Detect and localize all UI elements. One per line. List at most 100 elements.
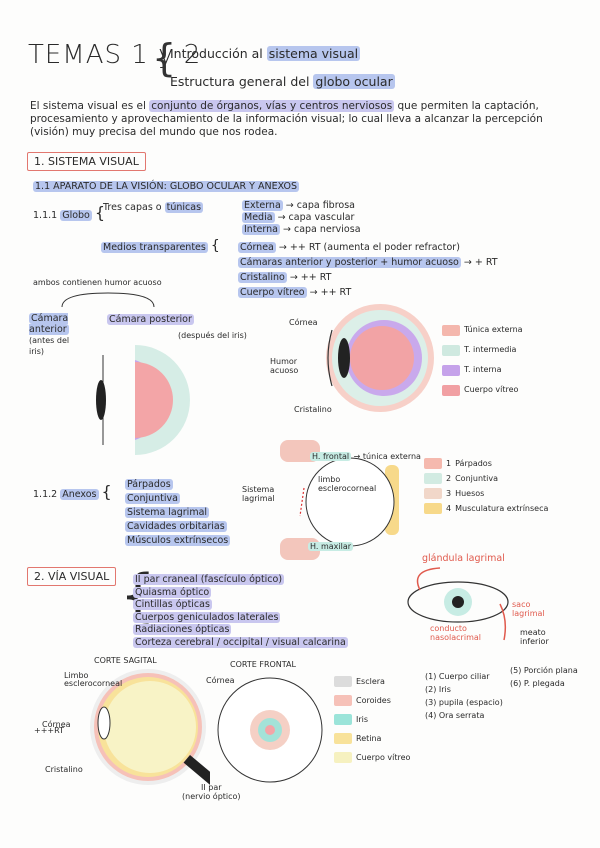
label-limbo: Limbo esclerocorneal xyxy=(64,671,123,688)
label-saco: saco lagrimal xyxy=(512,600,545,618)
label-conducto: conducto nasolacrimal xyxy=(430,624,481,642)
brace: { xyxy=(152,36,177,80)
via-item: Corteza cerebral / occipital / visual ca… xyxy=(133,636,348,648)
eye-diagram-half xyxy=(96,345,190,455)
camara-posterior: Cámara posterior xyxy=(107,314,194,325)
legend-swatch xyxy=(442,324,460,336)
anexo-item: Párpados xyxy=(125,479,173,490)
orbit-label-sup: H. frontal → túnica externa xyxy=(310,452,421,461)
corte-sagital-title: CORTE SAGITAL xyxy=(94,656,157,665)
legend-item-tunica: T. interna xyxy=(442,360,523,380)
section-1-heading: 1. SISTEMA VISUAL xyxy=(27,152,146,171)
subtitle-2: Estructura general del globo ocular xyxy=(170,74,395,89)
legend-swatch xyxy=(424,503,442,514)
subtitle-1: Introducción al sistema visual xyxy=(170,46,361,61)
label-cristalino-1: Cristalino xyxy=(294,405,332,414)
legend-item-capa: Retina xyxy=(334,729,410,748)
legend-swatch xyxy=(442,384,460,396)
eye-diagram-full xyxy=(326,304,434,412)
anexo-item: Músculos extrínsecos xyxy=(125,535,231,546)
legend-item-capa: Cuerpo vítreo xyxy=(334,748,410,767)
medio-item: Cámaras anterior y posterior + humor acu… xyxy=(238,257,498,268)
camara-posterior-note: (después del iris) xyxy=(178,331,247,340)
anexo-item: Cavidades orbitarias xyxy=(125,521,227,532)
label-glandula: glándula lagrimal xyxy=(422,553,505,564)
intro-paragraph: El sistema visual es el conjunto de órga… xyxy=(30,100,543,138)
orbit-label-sist: Sistema lagrimal xyxy=(242,485,275,503)
legend-swatch xyxy=(334,676,352,687)
label-cornea-1: Córnea xyxy=(289,318,318,327)
numbered-item: (3) pupila (espacio) xyxy=(425,698,503,707)
medio-item: Cuerpo vítreo → ++ RT xyxy=(238,287,352,298)
label-rt: +++RT xyxy=(34,726,64,735)
via-item: II par craneal (fascículo óptico) xyxy=(133,574,285,585)
legend-item-capa: Coroides xyxy=(334,691,410,710)
sagital-diagram xyxy=(90,669,210,789)
medios-list: Córnea → ++ RT (aumenta el poder refract… xyxy=(238,240,498,300)
corte-frontal-title: CORTE FRONTAL xyxy=(230,660,296,669)
label-cristalino-sag: Cristalino xyxy=(45,765,83,774)
legend-swatch xyxy=(424,488,442,499)
numbered-list: (1) Cuerpo ciliar(2) Iris(3) pupila (esp… xyxy=(425,670,503,722)
label-meato: meato inferior xyxy=(520,628,549,646)
label-cornea-sag: Córnea xyxy=(42,720,71,729)
capa-item: Externa → capa fibrosa xyxy=(242,200,355,211)
legend-item-capa: Iris xyxy=(334,710,410,729)
legend-item-tunica: Túnica externa xyxy=(442,320,523,340)
orbit-label-inf: H. maxilar xyxy=(308,542,354,551)
anexo-item: Conjuntiva xyxy=(125,493,180,504)
globo-label: 1.1.1 Globo { xyxy=(33,203,106,222)
medio-item: Cristalino → ++ RT xyxy=(238,272,332,283)
capa-item: Media → capa vascular xyxy=(242,212,355,223)
numbered-item: (2) Iris xyxy=(425,685,451,694)
tres-capas: Tres capas o túnicas xyxy=(103,202,204,213)
label-cornea-frontal: Córnea xyxy=(206,676,235,685)
legend-item-tunica: T. intermedia xyxy=(442,340,523,360)
lacrimal-diagram xyxy=(407,567,509,641)
legend-swatch xyxy=(334,714,352,725)
medios-label: Medios transparentes { xyxy=(101,238,220,254)
capa-item: Interna → capa nerviosa xyxy=(242,224,361,235)
orbit-label-limbo: limbo esclerocorneal xyxy=(318,475,377,493)
legend-swatch xyxy=(442,364,460,376)
via-visual-list: II par craneal (fascículo óptico)Quiasma… xyxy=(133,574,348,649)
anexo-item: Sistema lagrimal xyxy=(125,507,210,518)
medio-item: Córnea → ++ RT (aumenta el poder refract… xyxy=(238,242,460,253)
legend-swatch xyxy=(334,695,352,706)
section-2-heading: 2. VÍA VISUAL xyxy=(27,567,117,586)
legend-swatch xyxy=(334,752,352,763)
subsection-1-1: 1.1 APARATO DE LA VISIÓN: GLOBO OCULAR Y… xyxy=(33,181,300,192)
numbered-item: (6) P. plegada xyxy=(510,679,565,688)
via-item: Quiasma óptico xyxy=(133,586,212,598)
legend-item-tunica: Cuerpo vítreo xyxy=(442,380,523,400)
anexos-label: 1.1.2 Anexos { xyxy=(33,482,112,501)
numbered-item: (5) Porción plana xyxy=(510,666,578,675)
numbered-item: (4) Ora serrata xyxy=(425,711,485,720)
page-title: TEMAS 1 y 2 xyxy=(28,40,201,70)
legend-swatch xyxy=(424,473,442,484)
legend-swatch xyxy=(424,458,442,469)
frontal-diagram xyxy=(217,677,323,783)
via-item: Radiaciones ópticas xyxy=(133,624,232,635)
label-humor: Humor acuoso xyxy=(270,357,299,375)
legend-swatch xyxy=(442,344,460,356)
ambos-note: ambos contienen humor acuoso xyxy=(33,278,162,287)
numbered-list-2: (5) Porción plana (6) P. plegada xyxy=(510,664,578,690)
title-temas: TEMAS 1 y 2 xyxy=(28,40,202,70)
legend-item-capa: Esclera xyxy=(334,672,410,691)
ambos-bracket xyxy=(61,292,155,308)
via-item: Cintillas ópticas xyxy=(133,599,212,610)
via-item: Cuerpos geniculados laterales xyxy=(133,611,281,623)
legend-swatch xyxy=(334,733,352,744)
camara-anterior: Cámara anterior (antes del iris) xyxy=(29,313,70,356)
label-npar: II par(nervio óptico) xyxy=(182,783,241,801)
